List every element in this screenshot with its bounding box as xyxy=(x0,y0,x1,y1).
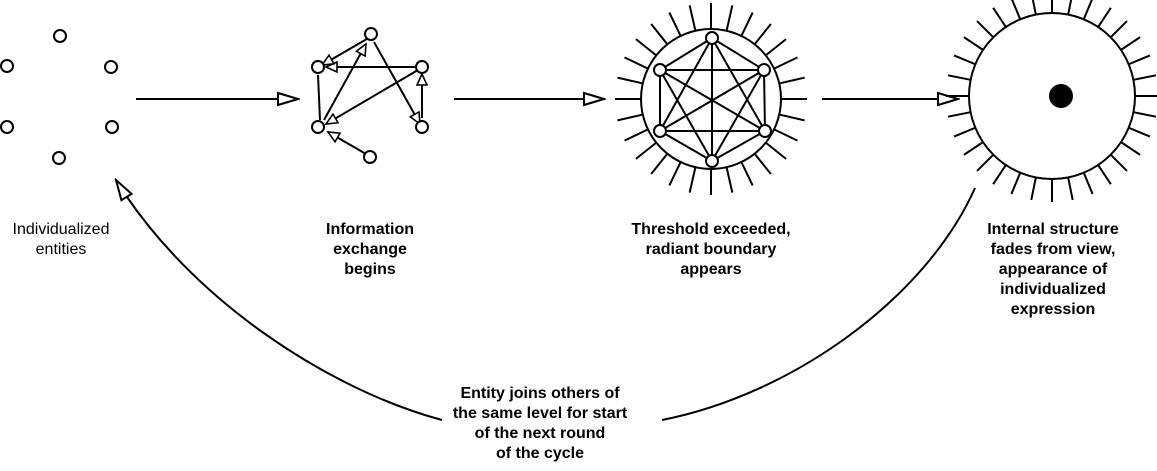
entity-node xyxy=(757,63,771,77)
stage1-entities xyxy=(0,29,119,165)
ray-line xyxy=(773,56,798,70)
ray-line xyxy=(779,113,805,122)
radiant-boundary-rays xyxy=(615,3,807,195)
ray-line xyxy=(617,113,643,122)
entity-node xyxy=(364,27,378,41)
mesh-nodes xyxy=(653,31,772,168)
ray-line xyxy=(688,167,697,193)
stage3-caption: Threshold exceeded, radiant boundary app… xyxy=(631,221,791,278)
ray-line xyxy=(1109,153,1128,172)
entity-node xyxy=(705,31,719,45)
return-caption: Entity joins others of the same level fo… xyxy=(452,385,628,462)
ray-line xyxy=(753,153,772,175)
radiant-boundary-rays xyxy=(946,0,1157,202)
entity-node xyxy=(53,29,67,43)
ray-line xyxy=(624,56,649,70)
ray-line xyxy=(635,141,657,160)
ray-line xyxy=(740,161,754,186)
ray-line xyxy=(1120,141,1141,156)
ray-line xyxy=(624,128,649,142)
entity-node xyxy=(0,59,14,73)
ray-line xyxy=(947,74,971,81)
ray-line xyxy=(668,161,682,186)
entity-node xyxy=(758,124,772,138)
exchange-link xyxy=(326,69,419,124)
ray-line xyxy=(1133,74,1157,81)
entity-node xyxy=(653,63,667,77)
ray-line xyxy=(1120,36,1141,51)
exchange-link xyxy=(328,132,367,155)
ray-line xyxy=(1011,0,1022,20)
stage4-expression xyxy=(946,0,1157,202)
mesh-link xyxy=(763,69,766,132)
ray-line xyxy=(1133,111,1157,118)
entity-node xyxy=(311,60,325,74)
ray-line xyxy=(635,38,657,57)
ray-line xyxy=(668,12,682,37)
entity-node xyxy=(105,120,119,134)
ray-line xyxy=(688,5,697,31)
return-arc-right xyxy=(661,187,976,421)
entity-node xyxy=(705,154,719,168)
ray-line xyxy=(1067,0,1073,15)
ray-line xyxy=(650,23,669,45)
entity-node xyxy=(415,120,429,134)
stage2-exchange xyxy=(311,27,429,164)
stage2-caption: Information exchange begins xyxy=(326,221,414,278)
ray-line xyxy=(753,23,772,45)
mesh-link xyxy=(711,130,766,162)
ray-line xyxy=(779,76,805,85)
mesh-link xyxy=(659,37,713,71)
entity-node xyxy=(653,124,667,138)
ray-line xyxy=(650,153,669,175)
ray-line xyxy=(1067,177,1074,201)
exchange-link xyxy=(323,44,366,121)
ray-line xyxy=(992,7,1007,28)
stage4-caption: Internal structure fades from view, appe… xyxy=(987,221,1119,318)
stage1-caption: Individualized entities xyxy=(12,221,110,258)
ray-line xyxy=(947,111,971,118)
entity-node xyxy=(104,60,118,74)
entity-node xyxy=(0,120,14,134)
ray-line xyxy=(963,141,984,156)
mesh-link xyxy=(711,37,765,71)
ray-line xyxy=(1030,177,1037,201)
mesh-link xyxy=(659,130,713,162)
ray-line xyxy=(953,126,976,138)
ray-line xyxy=(992,164,1007,185)
ray-line xyxy=(740,12,754,37)
ray-line xyxy=(1109,20,1128,39)
ray-line xyxy=(765,141,787,160)
ray-line xyxy=(976,20,995,39)
entity-node xyxy=(415,60,429,74)
ray-line xyxy=(1010,172,1022,195)
ray-line xyxy=(976,153,995,172)
ray-line xyxy=(1082,0,1093,20)
ray-line xyxy=(1128,126,1151,138)
entity-node xyxy=(52,151,66,165)
stage3-threshold xyxy=(615,3,807,195)
core-dot xyxy=(1049,84,1073,108)
ray-line xyxy=(1128,54,1151,66)
ray-line xyxy=(725,5,734,31)
ray-line xyxy=(773,128,798,142)
ray-line xyxy=(953,54,976,66)
entity-node xyxy=(311,120,325,134)
mesh-link xyxy=(659,69,765,132)
ray-line xyxy=(1097,7,1112,28)
exchange-link xyxy=(317,74,321,121)
ray-line xyxy=(725,167,734,193)
ray-line xyxy=(617,76,643,85)
return-arrow-left xyxy=(116,180,443,421)
ray-line xyxy=(1097,164,1112,185)
mesh-link xyxy=(711,69,765,162)
ray-line xyxy=(1082,172,1094,195)
ray-line xyxy=(765,38,787,57)
ray-line xyxy=(1031,0,1037,15)
exchange-link xyxy=(322,35,373,65)
ray-line xyxy=(963,36,984,51)
full-mesh-links xyxy=(659,37,766,162)
entity-node xyxy=(363,150,377,164)
